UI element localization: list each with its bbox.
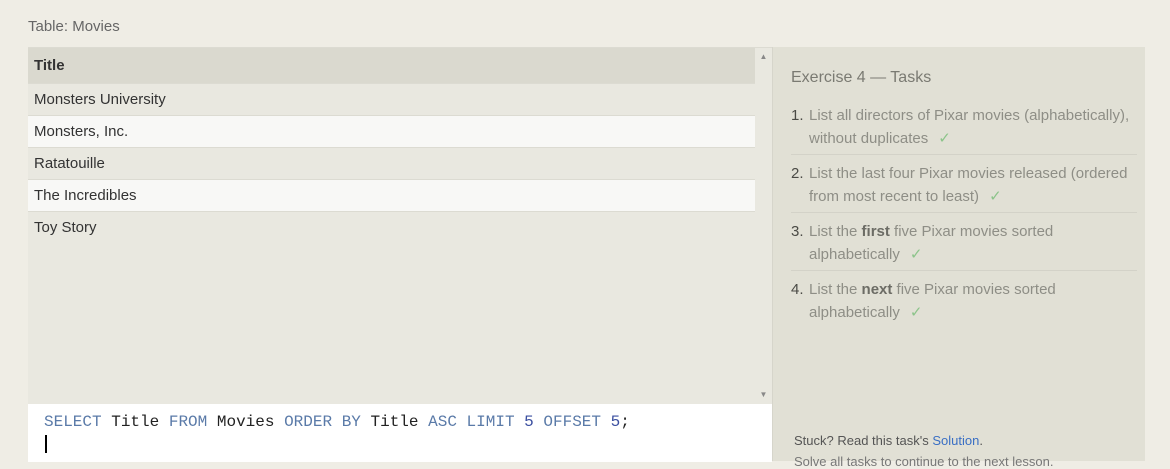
task-text: List the next five Pixar movies sorted a… — [809, 279, 1137, 324]
results-header-row: Title — [28, 48, 755, 84]
text-cursor — [45, 435, 47, 453]
task-item: 3. List the first five Pixar movies sorte… — [791, 219, 1137, 271]
scroll-down-icon[interactable]: ▼ — [759, 390, 768, 399]
solution-link[interactable]: Solution — [932, 433, 980, 448]
task-text: List all directors of Pixar movies (alph… — [809, 105, 1137, 150]
sql-token: Title — [370, 413, 419, 431]
stuck-hint: Stuck? Read this task's Solution. — [794, 433, 983, 448]
scroll-up-icon[interactable]: ▲ — [759, 52, 768, 61]
sql-query-line[interactable]: SELECT Title FROM Movies ORDER BY Title … — [44, 413, 630, 431]
sql-editor[interactable]: SELECT Title FROM Movies ORDER BY Title … — [28, 404, 772, 462]
table-row: Toy Story — [28, 211, 755, 243]
stuck-text: Stuck? Read this task's — [794, 433, 933, 448]
task-text-before: List the — [809, 281, 862, 298]
task-text-before: List the last four Pixar movies released… — [809, 165, 1128, 205]
task-number: 3. — [791, 223, 804, 240]
table-cell: Monsters University — [28, 83, 755, 116]
sql-token: ORDER BY — [284, 413, 361, 431]
task-text: List the first five Pixar movies sorted … — [809, 221, 1137, 266]
task-text-after: five Pixar movies sorted alphabetically — [809, 223, 1054, 263]
sql-token: ASC — [428, 413, 457, 431]
sql-token: SELECT — [44, 413, 102, 431]
checkmark-icon: ✓ — [909, 303, 923, 321]
table-cell: The Incredibles — [28, 179, 755, 212]
task-item: 2. List the last four Pixar movies releas… — [791, 161, 1137, 213]
task-number: 4. — [791, 281, 804, 298]
task-list: 1. List all directors of Pixar movies (al… — [791, 103, 1137, 334]
query-results-panel: Title Monsters University Monsters, Inc.… — [28, 47, 772, 462]
task-text-bold: next — [861, 281, 893, 298]
task-text: List the last four Pixar movies released… — [809, 163, 1137, 208]
sql-token: ; — [620, 413, 630, 431]
sql-token: LIMIT — [466, 413, 515, 431]
task-text-bold: first — [861, 223, 890, 240]
sql-token: 5 — [524, 413, 534, 431]
sql-token: 5 — [610, 413, 621, 431]
table-cell: Monsters, Inc. — [28, 115, 755, 148]
table-cell: Ratatouille — [28, 147, 755, 180]
tasks-panel: Exercise 4 — Tasks 1. List all directors … — [772, 47, 1145, 469]
checkmark-icon: ✓ — [909, 245, 923, 263]
table-row: The Incredibles — [28, 179, 755, 212]
task-text-after: five Pixar movies sorted alphabetically — [809, 281, 1056, 321]
table-row: Monsters University — [28, 83, 755, 116]
task-text-before: List all directors of Pixar movies (alph… — [809, 107, 1130, 147]
table-cell: Toy Story — [28, 211, 755, 243]
sql-token: OFFSET — [543, 413, 601, 431]
tasks-title: Exercise 4 — Tasks — [791, 69, 932, 86]
task-item: 4. List the next five Pixar movies sorted… — [791, 277, 1137, 328]
checkmark-icon: ✓ — [938, 129, 951, 147]
checkmark-icon: ✓ — [989, 187, 1002, 205]
stuck-suffix: . — [979, 433, 983, 448]
task-number: 2. — [791, 165, 804, 182]
table-caption: Table: Movies — [28, 18, 120, 35]
task-text-before: List the — [809, 223, 862, 240]
results-scrollbar[interactable]: ▲ ▼ — [755, 48, 772, 404]
task-number: 1. — [791, 107, 804, 124]
table-row: Ratatouille — [28, 147, 755, 180]
table-row: Monsters, Inc. — [28, 115, 755, 148]
column-header-title: Title — [28, 48, 755, 84]
task-item: 1. List all directors of Pixar movies (al… — [791, 103, 1137, 155]
next-lesson-hint: Solve all tasks to continue to the next … — [794, 454, 1054, 469]
results-table: Title Monsters University Monsters, Inc.… — [28, 48, 755, 404]
sql-token: Title — [111, 413, 160, 431]
sql-token: Movies — [216, 413, 275, 431]
sql-token: FROM — [168, 413, 208, 431]
